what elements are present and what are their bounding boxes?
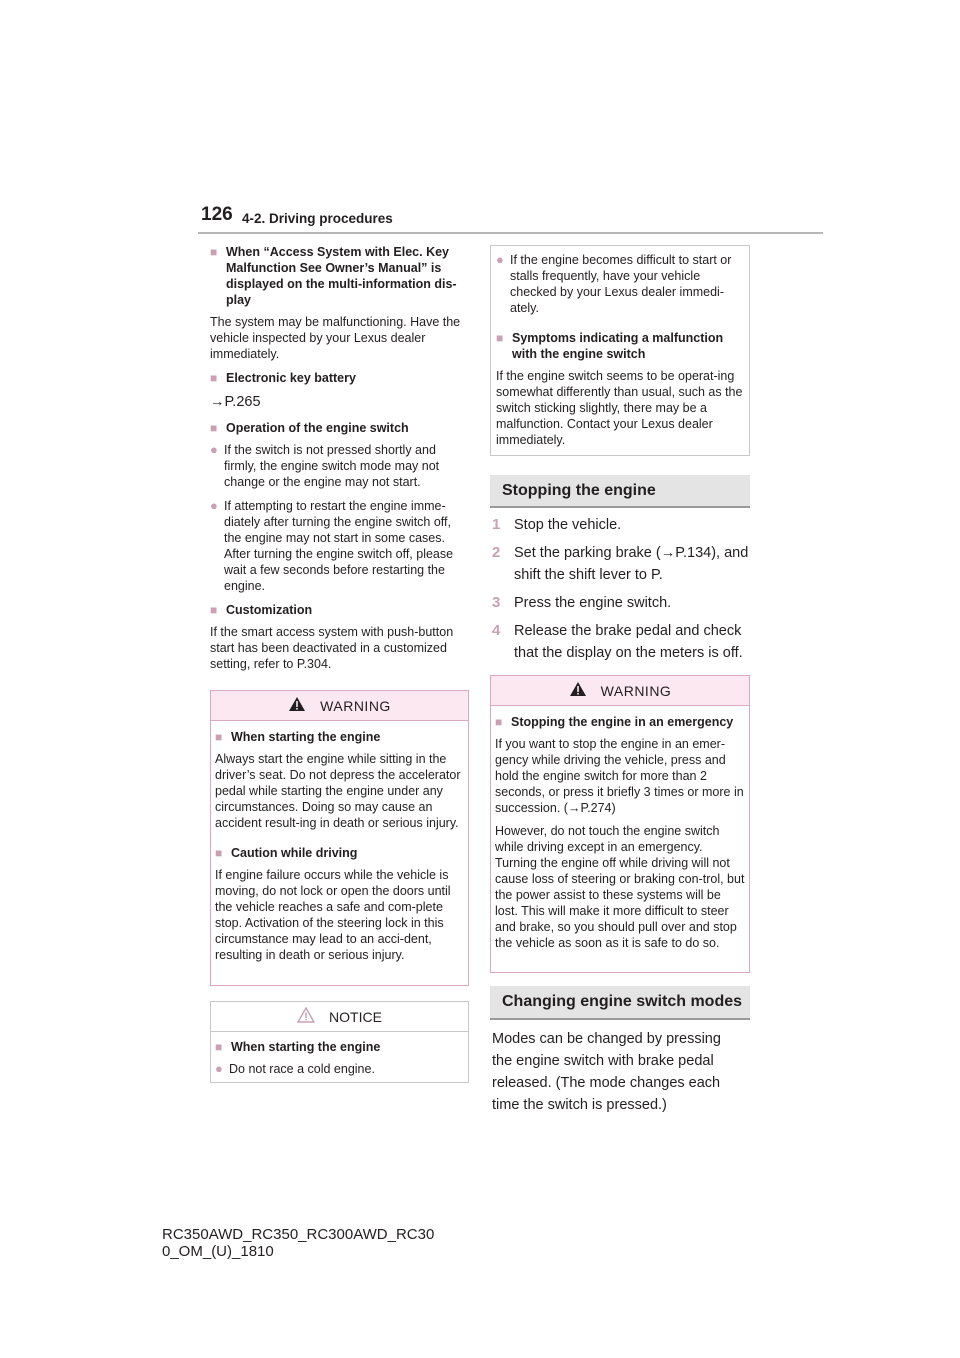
warning-title: WARNING xyxy=(600,682,672,699)
page-header: 126 4-2. Driving procedures xyxy=(198,204,823,236)
square-bullet-icon: ■ xyxy=(215,1040,223,1054)
square-bullet-icon: ■ xyxy=(495,715,503,729)
section-title: 4-2. Driving procedures xyxy=(242,211,393,226)
warning-header: WARNING xyxy=(491,676,749,706)
paragraph: If the smart access system with push-but… xyxy=(210,625,454,671)
square-bullet-icon: ■ xyxy=(210,245,218,259)
header-rule xyxy=(198,232,823,234)
warning-subheading: ■Caution while driving xyxy=(215,846,358,860)
square-bullet-icon: ■ xyxy=(210,371,218,385)
notice-body: ■When starting the engine ●Do not race a… xyxy=(211,1032,468,1089)
notice-subheading: ■When starting the engine xyxy=(215,1040,381,1054)
warning-box-starting: WARNING ■When starting the engine Always… xyxy=(210,690,469,986)
paragraph: If the engine switch seems to be operat-… xyxy=(496,369,743,447)
notice-title: NOTICE xyxy=(329,1008,382,1025)
document-code-line: RC350AWD_RC350_RC300AWD_RC30 xyxy=(162,1226,435,1243)
square-bullet-icon: ■ xyxy=(210,421,218,435)
paragraph: The system may be malfunctioning. Have t… xyxy=(210,315,461,361)
warning-text: If you want to stop the engine in an eme… xyxy=(495,737,744,815)
warning-body: ■When starting the engine Always start t… xyxy=(211,721,468,983)
warning-text: If engine failure occurs while the vehic… xyxy=(215,868,451,962)
warning-subheading: ■Stopping the engine in an emergency xyxy=(495,715,734,729)
heading-changing-modes: Changing engine switch modes xyxy=(490,986,750,1020)
square-bullet-icon: ■ xyxy=(210,603,218,617)
caution-triangle-icon xyxy=(296,1006,316,1026)
subheading-key-battery: ■Electronic key battery xyxy=(210,371,356,385)
document-code: RC350AWD_RC350_RC300AWD_RC30 0_OM_(U)_18… xyxy=(162,1226,434,1260)
bullet-item: ●If the switch is not pressed shortly an… xyxy=(210,442,440,489)
warning-title: WARNING xyxy=(320,697,391,714)
page-number: 126 xyxy=(201,204,233,225)
square-bullet-icon: ■ xyxy=(215,730,223,744)
bullet-item: ●If the engine becomes difficult to star… xyxy=(496,252,732,315)
subheading-customization: ■Customization xyxy=(210,603,313,617)
step-number: 4 xyxy=(492,622,501,639)
modes-paragraph: Modes can be changed by pressing the eng… xyxy=(492,1031,721,1113)
notice-box: NOTICE ■When starting the engine ●Do not… xyxy=(210,1001,469,1083)
warning-triangle-icon xyxy=(288,696,306,715)
warning-header: WARNING xyxy=(211,691,468,721)
bullet-item: ●If attempting to restart the engine imm… xyxy=(210,498,454,593)
warning-triangle-icon xyxy=(569,681,587,700)
heading-stopping-engine: Stopping the engine xyxy=(490,475,750,508)
square-bullet-icon: ■ xyxy=(496,331,504,345)
step-number: 1 xyxy=(492,516,501,533)
round-bullet-icon: ● xyxy=(215,1061,223,1076)
document-code-line: 0_OM_(U)_1810 xyxy=(162,1243,274,1260)
step-number: 3 xyxy=(492,594,501,611)
square-bullet-icon: ■ xyxy=(215,846,223,860)
continued-box: ●If the engine becomes difficult to star… xyxy=(490,245,750,456)
subheading-malfunction: ■Symptoms indicating a malfunction with … xyxy=(496,331,724,361)
warning-text: Always start the engine while sitting in… xyxy=(215,752,461,830)
warning-subheading: ■When starting the engine xyxy=(215,730,381,744)
round-bullet-icon: ● xyxy=(210,498,218,513)
notice-bullet: ●Do not race a cold engine. xyxy=(215,1061,375,1076)
round-bullet-icon: ● xyxy=(210,442,218,457)
warning-text: However, do not touch the engine switch … xyxy=(495,824,745,950)
left-column: ■When “Access System with Elec. Key Malf… xyxy=(210,244,470,680)
warning-box-emergency: WARNING ■Stopping the engine in an emerg… xyxy=(490,675,750,973)
subheading-engine-switch-operation: ■Operation of the engine switch xyxy=(210,421,409,435)
page-reference: →P.265 xyxy=(210,394,261,410)
warning-body: ■Stopping the engine in an emergency If … xyxy=(491,706,749,971)
notice-header: NOTICE xyxy=(211,1002,468,1032)
round-bullet-icon: ● xyxy=(496,252,504,267)
subheading-access-system: ■When “Access System with Elec. Key Malf… xyxy=(210,245,457,307)
step-number: 2 xyxy=(492,544,501,561)
